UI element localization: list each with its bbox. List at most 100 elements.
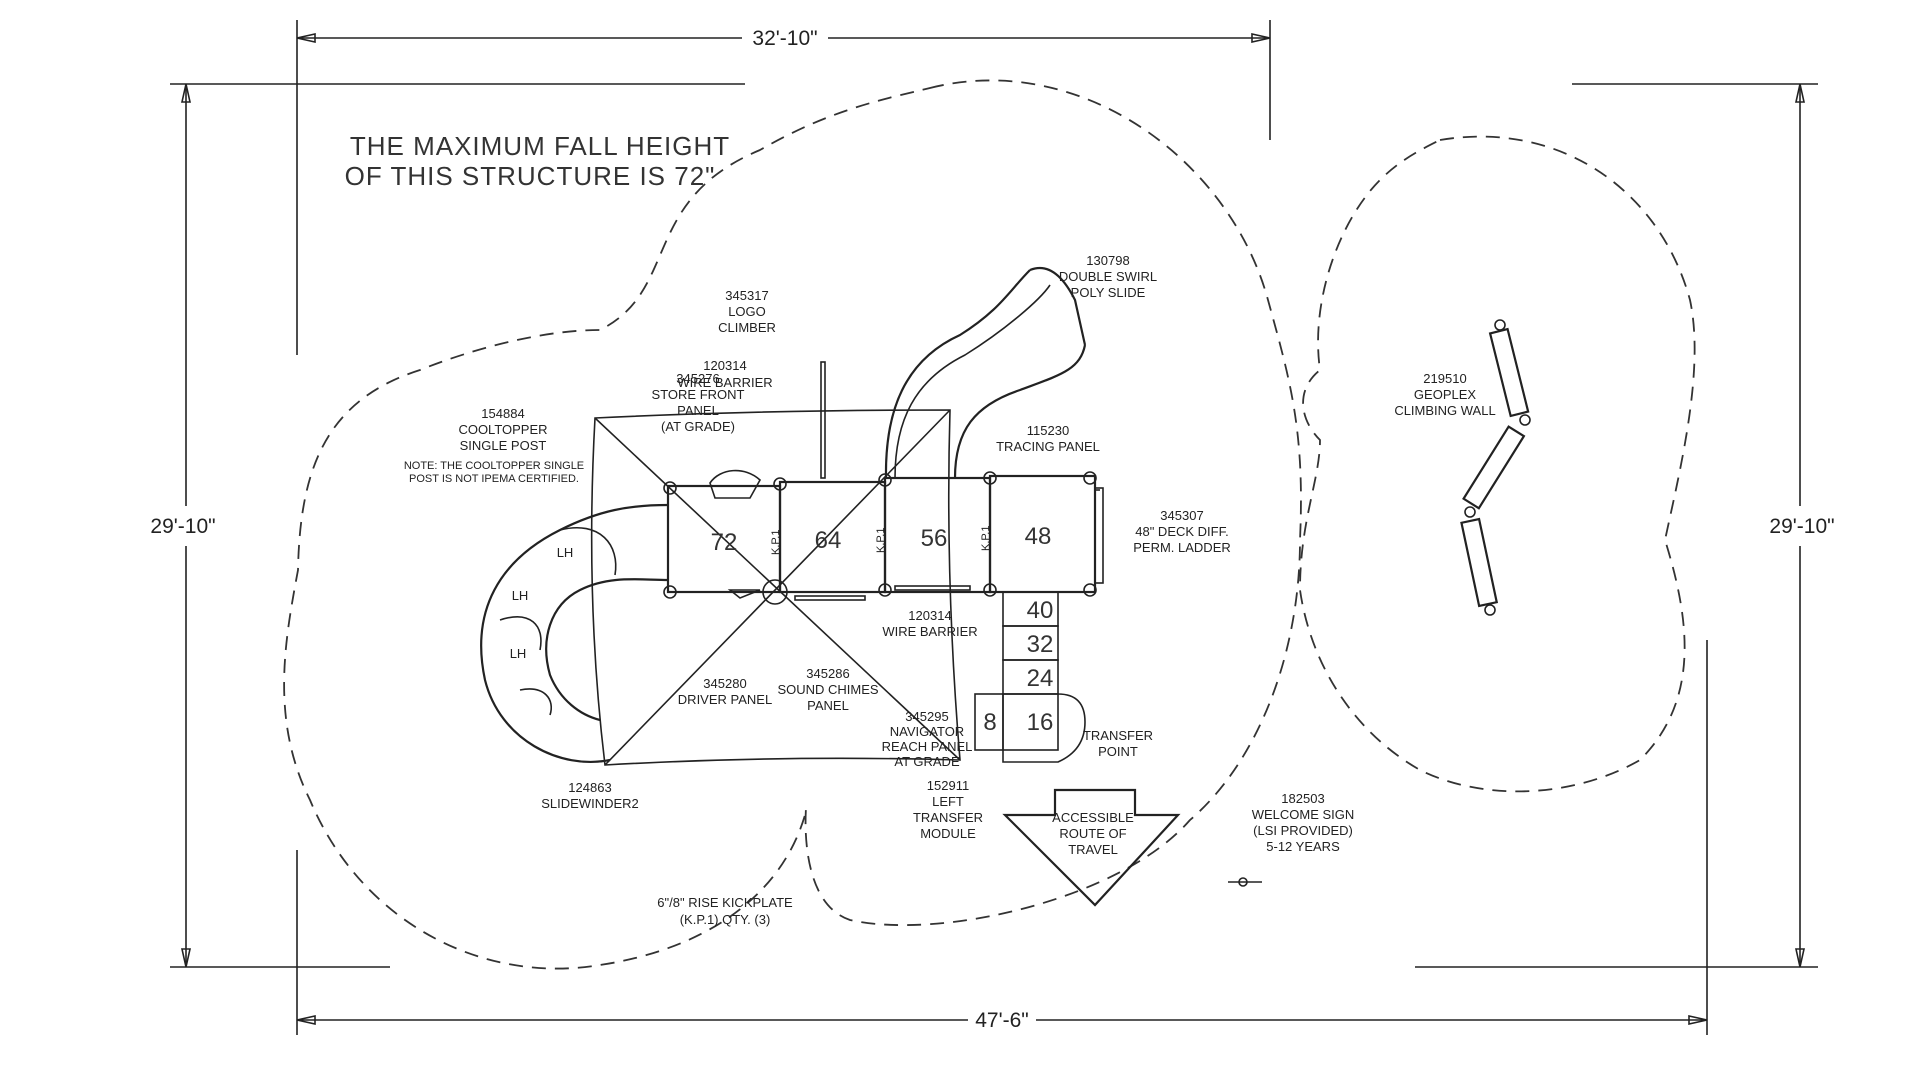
svg-text:NOTE: THE COOLTOPPER SINGLE: NOTE: THE COOLTOPPER SINGLE [404,460,584,472]
svg-text:STORE FRONT: STORE FRONT [652,387,745,402]
svg-text:TRACING PANEL: TRACING PANEL [996,439,1100,454]
deck-height-8: 8 [983,709,996,736]
deck-height-56: 56 [921,525,948,552]
slide-hand-mark-3: LH [510,646,527,661]
svg-text:130798: 130798 [1086,253,1129,268]
svg-text:152911: 152911 [927,778,969,793]
svg-text:48" DECK DIFF.: 48" DECK DIFF. [1135,524,1228,539]
svg-text:LEFT: LEFT [932,794,964,809]
svg-text:154884: 154884 [481,406,524,421]
label-welcome-sign: 182503 WELCOME SIGN (LSI PROVIDED) 5-12 … [1252,791,1355,854]
deck-height-40: 40 [1027,597,1054,624]
deck-height-24: 24 [1027,665,1054,692]
deck-height-16: 16 [1027,709,1054,736]
svg-text:NAVIGATOR: NAVIGATOR [890,724,964,739]
label-double-swirl-slide: 130798 DOUBLE SWIRL POLY SLIDE [1059,253,1157,300]
label-deck-ladder: 345307 48" DECK DIFF. PERM. LADDER [1133,508,1231,555]
svg-text:5-12 YEARS: 5-12 YEARS [1266,839,1340,854]
label-slidewinder: 124863 SLIDEWINDER2 [541,780,639,811]
cooltopper-canopy [590,409,961,766]
label-wire-barrier-bottom: 120314 WIRE BARRIER [882,608,977,639]
deck-height-48: 48 [1025,523,1052,550]
svg-text:WIRE BARRIER: WIRE BARRIER [882,624,977,639]
double-swirl-slide [884,266,1087,479]
svg-text:120314: 120314 [908,608,951,623]
deck-height-64: 64 [815,527,842,554]
kickplate-mark-3: K.P.1 [980,526,992,552]
svg-text:345276: 345276 [676,371,719,386]
deck-structure [663,361,1104,763]
svg-text:WIRE BARRIER: WIRE BARRIER [677,375,772,390]
label-wire-barrier-top: 120314 WIRE BARRIER [677,358,772,390]
label-store-front-panel: 345276 STORE FRONT PANEL (AT GRADE) [652,371,745,434]
label-navigator-panel: 345295 NAVIGATOR REACH PANEL AT GRADE [882,709,973,769]
svg-text:PERM. LADDER: PERM. LADDER [1133,540,1231,555]
label-cooltopper: 154884 COOLTOPPER SINGLE POST NOTE: THE … [404,406,584,485]
slidewinder-slide [480,503,669,763]
use-zone-geoplex [1299,135,1696,793]
svg-text:TRAVEL: TRAVEL [1068,842,1118,857]
svg-text:POLY SLIDE: POLY SLIDE [1071,285,1146,300]
dim-left-height: 29'-10" [150,515,215,538]
svg-text:345295: 345295 [905,709,948,724]
kickplate-mark-1: K.P.1 [770,530,782,556]
svg-text:ACCESSIBLE: ACCESSIBLE [1052,810,1134,825]
fall-height-note-line2: OF THIS STRUCTURE IS 72" [345,161,716,191]
svg-text:REACH PANEL: REACH PANEL [882,739,973,754]
slide-hand-mark-1: LH [557,545,574,560]
svg-text:COOLTOPPER: COOLTOPPER [458,422,547,437]
svg-text:120314: 120314 [703,358,746,373]
svg-text:6"/8" RISE KICKPLATE: 6"/8" RISE KICKPLATE [657,895,793,910]
svg-text:POST IS NOT IPEMA CERTIFIED.: POST IS NOT IPEMA CERTIFIED. [409,473,579,485]
svg-text:SLIDEWINDER2: SLIDEWINDER2 [541,796,639,811]
svg-text:CLIMBER: CLIMBER [718,320,776,335]
dim-bottom-width: 47'-6" [975,1009,1029,1032]
welcome-sign-marker [1228,877,1262,887]
svg-text:WELCOME SIGN: WELCOME SIGN [1252,807,1355,822]
label-geoplex: 219510 GEOPLEX CLIMBING WALL [1394,371,1495,418]
svg-text:DOUBLE SWIRL: DOUBLE SWIRL [1059,269,1157,284]
svg-text:345286: 345286 [806,666,849,681]
svg-text:345317: 345317 [725,288,768,303]
svg-text:124863: 124863 [568,780,611,795]
svg-text:MODULE: MODULE [920,826,976,841]
svg-text:(AT GRADE): (AT GRADE) [661,419,735,434]
svg-text:(K.P.1) QTY. (3): (K.P.1) QTY. (3) [680,912,771,927]
deck-height-72: 72 [711,529,738,556]
svg-text:115230: 115230 [1027,423,1069,438]
svg-text:345307: 345307 [1160,508,1203,523]
svg-text:DRIVER PANEL: DRIVER PANEL [678,692,772,707]
svg-text:CLIMBING WALL: CLIMBING WALL [1394,403,1495,418]
label-kickplate: 6"/8" RISE KICKPLATE (K.P.1) QTY. (3) [657,895,793,927]
deck-height-32: 32 [1027,631,1054,658]
svg-text:PANEL: PANEL [807,698,849,713]
label-tracing-panel: 115230 TRACING PANEL [996,423,1100,454]
svg-text:GEOPLEX: GEOPLEX [1414,387,1476,402]
label-driver-panel: 345280 DRIVER PANEL [678,676,772,707]
svg-text:(LSI PROVIDED): (LSI PROVIDED) [1253,823,1353,838]
svg-text:TRANSFER: TRANSFER [913,810,983,825]
svg-text:182503: 182503 [1281,791,1324,806]
svg-text:ROUTE OF: ROUTE OF [1059,826,1126,841]
fall-height-note-line1: THE MAXIMUM FALL HEIGHT [350,131,730,161]
slide-hand-mark-2: LH [512,588,529,603]
svg-text:LOGO: LOGO [728,304,766,319]
use-zone-main [283,79,1302,970]
svg-text:PANEL: PANEL [677,403,719,418]
label-accessible-route: ACCESSIBLE ROUTE OF TRAVEL [1052,810,1134,857]
label-logo-climber: 345317 LOGO CLIMBER [718,288,776,335]
dim-top-width: 32'-10" [752,27,817,50]
dimension-lines [170,20,1818,1035]
dim-right-height: 29'-10" [1769,515,1834,538]
label-sound-chimes: 345286 SOUND CHIMES PANEL [777,666,878,713]
svg-text:219510: 219510 [1423,371,1466,386]
accessible-route-arrow [1002,788,1181,907]
svg-text:POINT: POINT [1098,744,1138,759]
label-transfer-point: TRANSFER POINT [1083,728,1153,759]
geoplex-climbing-wall [1460,319,1531,616]
svg-text:SINGLE POST: SINGLE POST [460,438,547,453]
svg-text:TRANSFER: TRANSFER [1083,728,1153,743]
svg-text:SOUND CHIMES: SOUND CHIMES [777,682,878,697]
svg-text:AT GRADE: AT GRADE [894,754,960,769]
